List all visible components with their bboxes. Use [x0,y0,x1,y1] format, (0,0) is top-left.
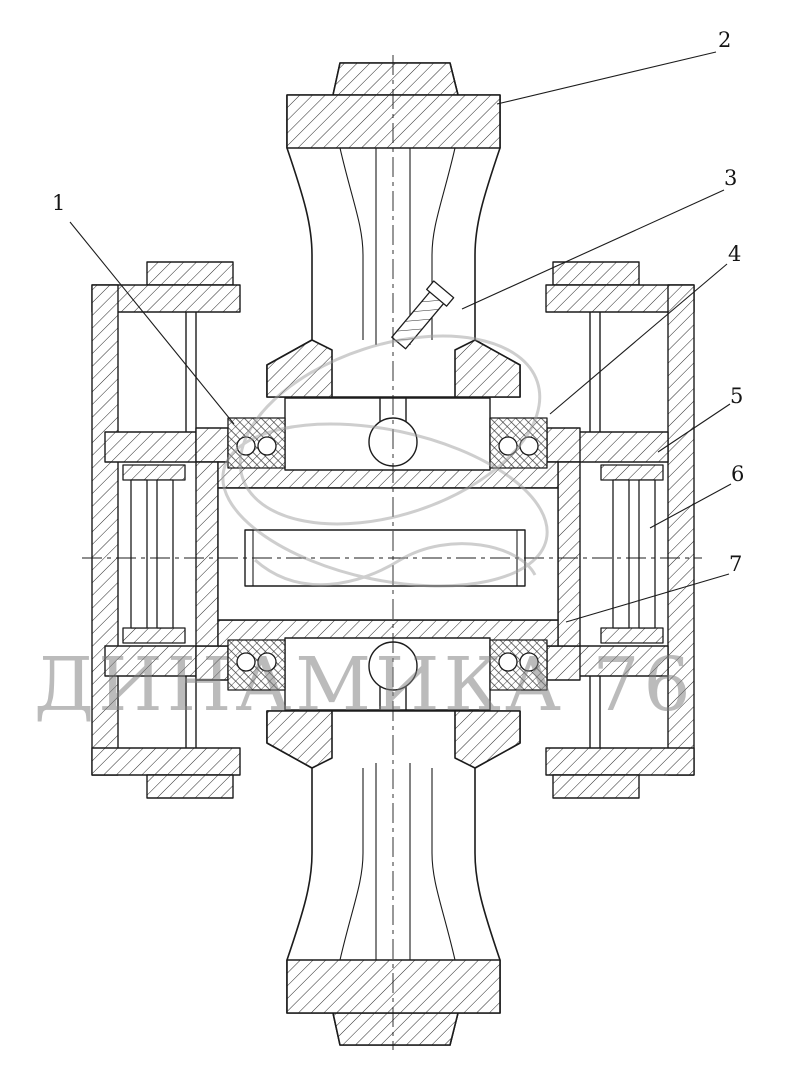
callout-4: 4 [728,242,742,266]
left-bearing [122,464,186,644]
bolt-fitting [391,280,455,350]
housing-body [195,461,581,647]
right-bracket [545,261,695,799]
housing-flanges [104,427,669,681]
callout-1: 1 [52,191,66,215]
leader-lines [69,51,732,623]
leader-line-3 [461,189,725,310]
leader-line-7 [565,573,730,623]
callout-7: 7 [729,552,743,576]
callout-2: 2 [718,28,732,52]
callout-3: 3 [724,166,738,190]
leader-line-2 [496,51,717,105]
leader-line-5 [657,403,731,453]
callout-6: 6 [731,462,745,486]
hub-sections [284,397,491,711]
leader-line-1 [69,221,235,425]
callout-5: 5 [730,384,744,408]
right-bearing [600,464,664,644]
centerlines [82,55,702,1050]
bottom-wheel [266,710,521,1046]
leader-line-4 [549,263,728,415]
watermark-swirl [221,334,549,588]
top-wheel [266,62,521,398]
seals [227,417,548,691]
left-bracket [91,261,241,799]
leader-line-6 [649,483,732,529]
